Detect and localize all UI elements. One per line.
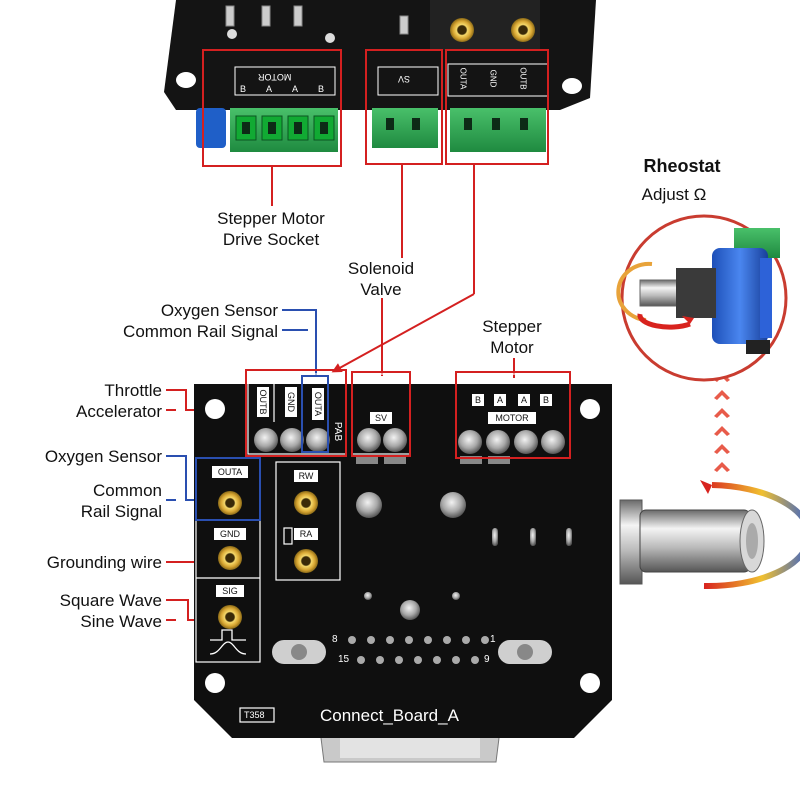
mount-hole: [205, 673, 225, 693]
sine-wave-symbol: [209, 641, 247, 655]
db-pin-number-15: 15: [338, 654, 350, 665]
mount-hole: [205, 399, 225, 419]
callout-line-1: Oxygen Sensor: [160, 301, 278, 320]
header-screw: [383, 428, 407, 452]
header-screw: [280, 428, 304, 452]
outa-jack[interactable]: [218, 491, 242, 515]
callout-common-rail: Common Rail Signal: [30, 480, 162, 522]
jack-label-rw: RW: [294, 470, 318, 482]
db15-screw-right: [498, 640, 552, 664]
callout-throttle: Throttle Accelerator: [30, 380, 162, 422]
callout-stepper-drive-socket: Stepper Motor Drive Socket: [196, 208, 346, 250]
sig-jack[interactable]: [218, 605, 242, 629]
callout-line-2: Drive Socket: [222, 230, 320, 249]
header-screw: [486, 430, 510, 454]
callout-line-1: Solenoid: [347, 259, 415, 278]
callout-line-2: Common Rail Signal: [123, 322, 278, 341]
rheostat-knob[interactable]: [712, 248, 768, 344]
callout-line-2: Sine Wave: [80, 612, 162, 631]
rheostat-subtitle: Adjust Ω: [641, 185, 707, 204]
callout-o2-left: Oxygen Sensor: [44, 447, 162, 466]
db-pin-number-1: 1: [490, 634, 496, 645]
motor-pin-a2: A: [518, 394, 530, 406]
top-motor-pin: B: [240, 84, 247, 94]
connect-board: [194, 373, 612, 738]
ra-jack[interactable]: [294, 549, 318, 573]
callout-solenoid-valve: Solenoid Valve: [336, 258, 426, 300]
header-screw: [458, 430, 482, 454]
board-code: T358: [244, 710, 265, 720]
top-driver-board: [164, 0, 596, 152]
db15-screw-left: [272, 640, 326, 664]
header-screw: [514, 430, 538, 454]
top-motor-pin: A: [292, 84, 299, 94]
top-jack-2: [511, 18, 535, 42]
gnd-jack[interactable]: [218, 546, 242, 570]
callout-line-2: Accelerator: [76, 402, 162, 421]
jack-label-ra: RA: [294, 528, 318, 540]
jack-label-gnd: GND: [214, 528, 246, 540]
callout-line-2: Valve: [360, 280, 402, 299]
rheostat-detail: [616, 214, 788, 382]
callout-line-1: Stepper: [482, 317, 542, 336]
blue-component: [196, 108, 226, 148]
board-name: Connect_Board_A: [320, 706, 459, 725]
callout-line-1: Stepper Motor: [217, 209, 325, 228]
header-pin-outb: OUTB: [257, 387, 269, 417]
header-screw: [357, 428, 381, 452]
motor-pin-b2: B: [540, 394, 552, 406]
square-wave-symbol: [210, 629, 246, 641]
header-screw: [254, 428, 278, 452]
callout-stepper-motor: Stepper Motor: [464, 316, 560, 358]
header-screw: [306, 428, 330, 452]
db-pin-number-8: 8: [332, 634, 338, 645]
callout-o2-top: Oxygen Sensor Common Rail Signal: [80, 300, 278, 342]
top-motor-pin: B: [318, 84, 325, 94]
callout-line-2: Rail Signal: [80, 502, 162, 521]
motor-pin-b1: B: [472, 394, 484, 406]
rheostat-title: Rheostat: [643, 156, 721, 176]
motor-pin-a1: A: [494, 394, 506, 406]
db15-pins: [348, 636, 489, 664]
top-out-pin: GND: [488, 69, 498, 88]
top-out-pin: OUTA: [458, 67, 468, 90]
rotary-knob[interactable]: [619, 480, 800, 590]
top-sv-label: SV: [398, 74, 411, 84]
db-pin-number-9: 9: [484, 654, 490, 665]
rise-chevrons: [714, 372, 730, 472]
solenoid-socket: [372, 108, 438, 148]
callout-line-1: Square Wave: [59, 591, 162, 610]
pab-label: PAB: [332, 421, 344, 442]
mount-hole: [580, 399, 600, 419]
top-motor-pin: A: [266, 84, 273, 94]
callout-waves: Square Wave Sine Wave: [20, 590, 162, 632]
callout-line-1: Throttle: [104, 381, 162, 400]
top-jack-1: [450, 18, 474, 42]
callout-ground: Grounding wire: [46, 553, 162, 572]
header-screw: [541, 430, 565, 454]
rw-jack[interactable]: [294, 491, 318, 515]
board-callout-boxes: [195, 369, 571, 521]
header-pin-outa: OUTA: [312, 388, 324, 420]
callout-line-2: Motor: [490, 338, 534, 357]
top-motor-label: MOTOR: [258, 72, 292, 82]
jack-label-sig: SIG: [216, 585, 244, 597]
motor-label: MOTOR: [488, 412, 536, 424]
mount-hole: [580, 673, 600, 693]
header-pin-gnd: GND: [285, 387, 297, 417]
jack-label-outa: OUTA: [212, 466, 248, 478]
sv-label: SV: [370, 412, 392, 424]
top-out-pin: OUTB: [518, 67, 528, 90]
callout-line-1: Common: [93, 481, 162, 500]
